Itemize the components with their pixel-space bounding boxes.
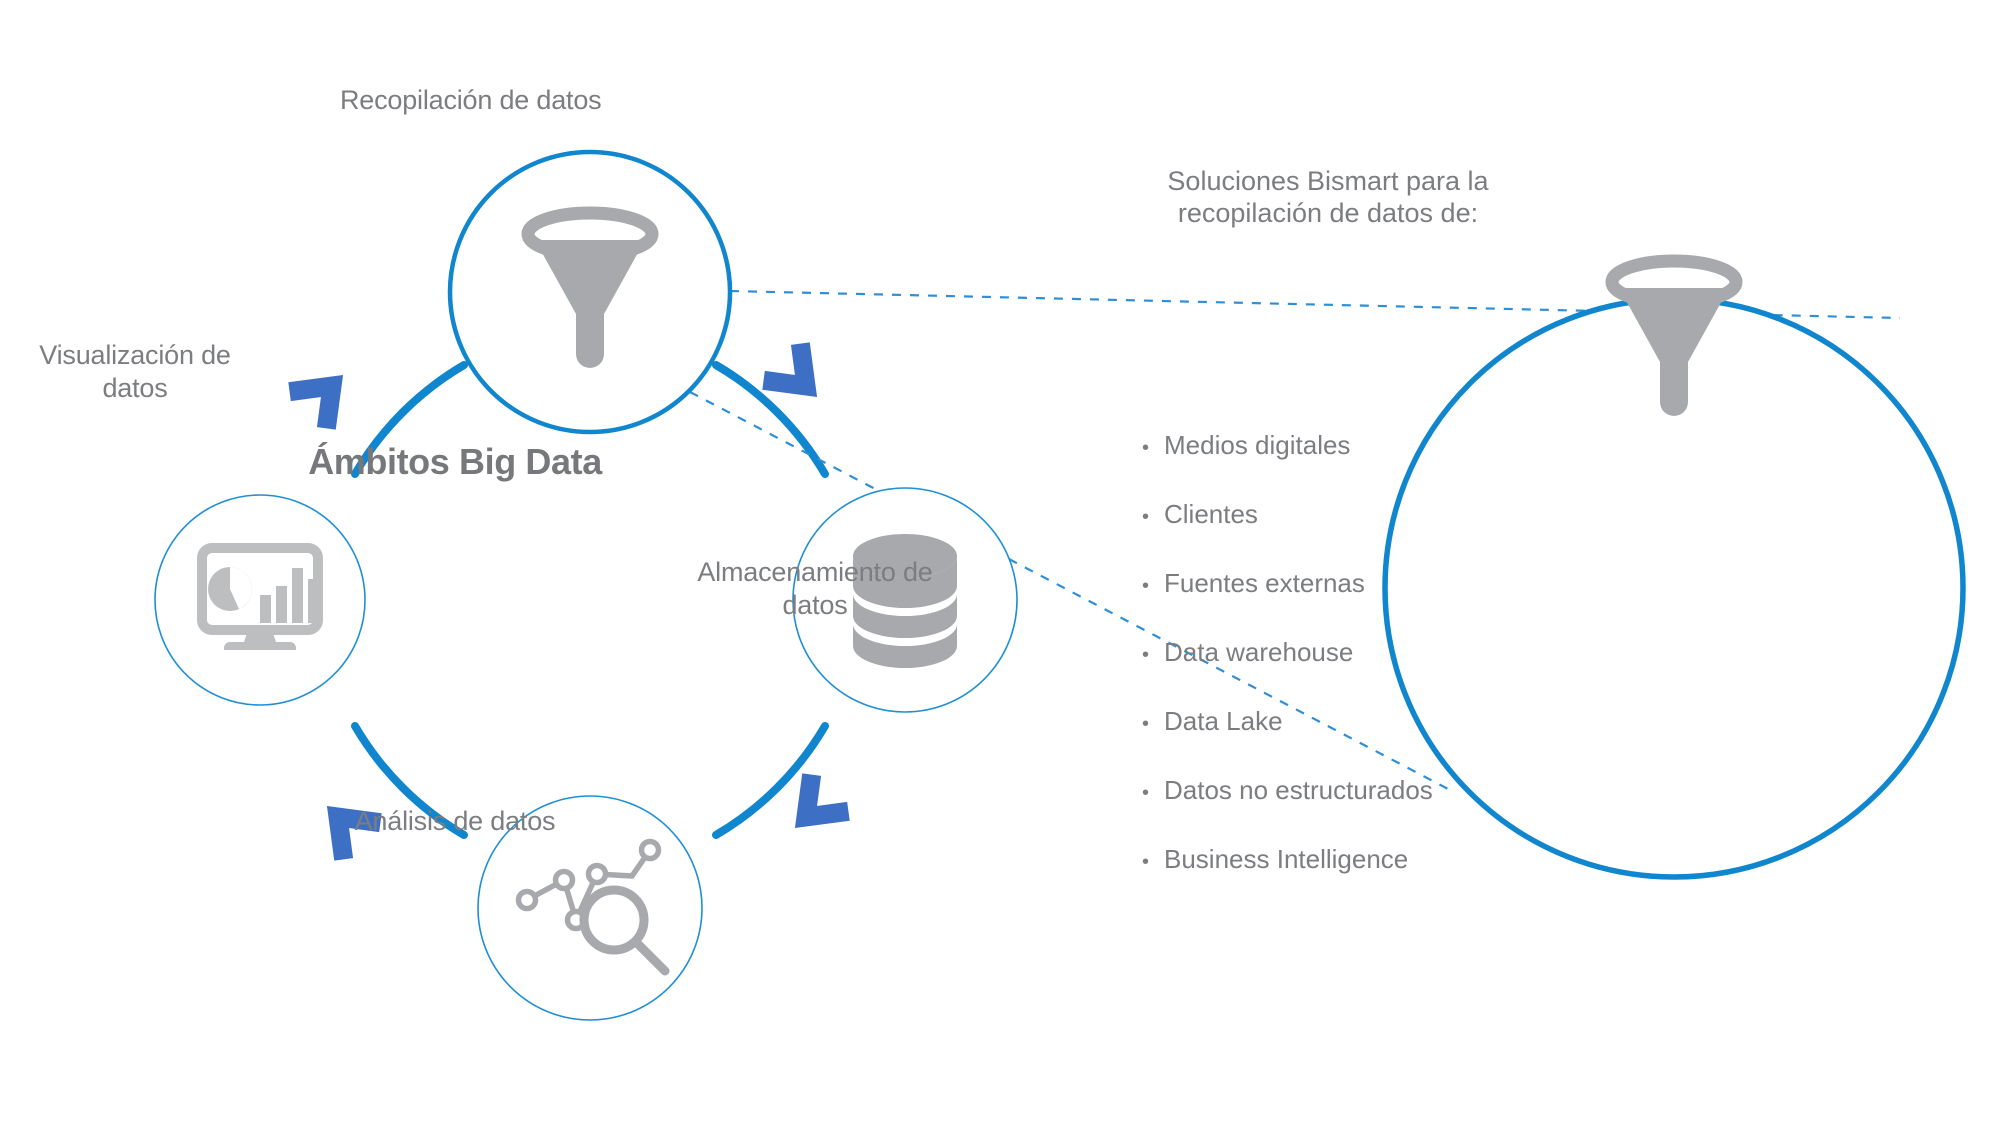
list-item-label: Data Lake: [1164, 706, 1283, 737]
panel-heading-line-1: Soluciones Bismart para la: [1167, 166, 1489, 196]
node-analysis[interactable]: [477, 795, 703, 1021]
list-item-label: Medios digitales: [1164, 430, 1351, 461]
node-label-collection: Recopilación de datos: [340, 85, 602, 115]
database-icon: [853, 534, 957, 668]
node-label-visualization: Visualización de datos: [39, 340, 231, 403]
monitor-chart-icon: [197, 543, 323, 650]
node-visualization[interactable]: [154, 494, 366, 706]
ring-arc-top-right: [712, 361, 829, 478]
ring-arc-bottom-left: [351, 722, 468, 839]
list-item: • Data warehouse: [1142, 637, 1542, 667]
bullet-marker-icon: •: [1142, 506, 1150, 529]
arrowhead-northeast: [762, 342, 818, 398]
bullet-marker-icon: •: [1142, 851, 1150, 874]
solutions-bullet-list: • Medios digitales • Clientes • Fuentes …: [1142, 391, 1542, 913]
list-item-label: Datos no estructurados: [1164, 775, 1433, 806]
bullet-marker-icon: •: [1142, 713, 1150, 736]
list-item: • Clientes: [1142, 499, 1542, 529]
funnel-icon: [1605, 254, 1743, 416]
node-storage[interactable]: [792, 487, 1018, 713]
list-item-label: Data warehouse: [1164, 637, 1354, 668]
bullet-marker-icon: •: [1142, 782, 1150, 805]
ring-arc-left-top: [351, 361, 468, 478]
node-collection[interactable]: [447, 149, 733, 435]
list-item-label: Clientes: [1164, 499, 1258, 530]
funnel-icon: [521, 206, 659, 368]
list-item-label: Fuentes externas: [1164, 568, 1365, 599]
bullet-marker-icon: •: [1142, 575, 1150, 598]
panel-heading-line-2: recopilación de datos de:: [1177, 197, 1479, 228]
list-item: • Data Lake: [1142, 706, 1542, 736]
list-item: • Business Intelligence: [1142, 844, 1542, 874]
line-chart-magnifier-icon: [515, 838, 670, 976]
bullet-marker-icon: •: [1142, 644, 1150, 667]
ring-arc-right-bottom: [712, 722, 829, 839]
list-item: • Datos no estructurados: [1142, 775, 1542, 805]
list-item: • Medios digitales: [1142, 430, 1542, 460]
arrowhead-northwest: [288, 374, 344, 430]
bullet-marker-icon: •: [1142, 437, 1150, 460]
node-label-analysis: Análisis de datos: [354, 806, 556, 836]
node-label-storage: Almacenamiento de datos: [697, 557, 933, 620]
cycle-ring: [351, 361, 829, 839]
list-item: • Fuentes externas: [1142, 568, 1542, 598]
diagram-center-title: Ámbitos Big Data: [308, 441, 602, 482]
list-item-label: Business Intelligence: [1164, 844, 1409, 875]
arrowhead-southwest: [326, 805, 382, 861]
arrowhead-southeast: [794, 773, 850, 829]
cycle-arrowheads: [288, 342, 850, 861]
solutions-panel[interactable]: [1382, 254, 1966, 880]
